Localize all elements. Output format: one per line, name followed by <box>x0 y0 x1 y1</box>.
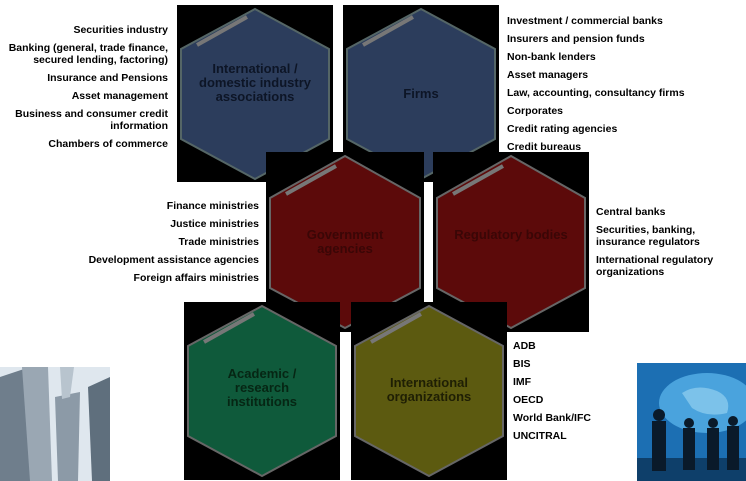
list-item: Non-bank lenders <box>507 51 596 63</box>
associations-label: International / domestic industry associ… <box>199 61 311 104</box>
list-item: Credit rating agencies <box>507 123 618 135</box>
list-item: Justice ministries <box>170 218 259 230</box>
list-item: Investment / commercial banks <box>507 15 663 27</box>
list-item: ADB <box>513 340 536 352</box>
list-item: Law, accounting, consultancy firms <box>507 87 685 99</box>
list-item: Chambers of commerce <box>48 138 168 150</box>
list-item: Credit bureaus <box>507 141 582 153</box>
list-item: World Bank/IFC <box>513 412 591 424</box>
list-item: Asset managers <box>507 69 589 81</box>
list-item: OECD <box>513 394 544 406</box>
regulatory-node: Regulatory bodies <box>433 152 589 332</box>
regulatory-label: Regulatory bodies <box>454 227 568 242</box>
list-item: BIS <box>513 358 531 370</box>
list-item: Trade ministries <box>178 236 259 248</box>
list-item: Asset management <box>71 90 168 102</box>
list-item: Corporates <box>507 105 564 117</box>
intl-label: International organizations <box>386 375 472 404</box>
list-item: Foreign affairs ministries <box>133 272 259 284</box>
list-item: Securities, banking, insurance regulator… <box>596 224 700 248</box>
list-item: Central banks <box>596 206 666 218</box>
intl-list: ADB BIS IMF OECD World Bank/IFC UNCITRAL <box>513 340 633 448</box>
firms-list: Investment / commercial banks Insurers a… <box>507 15 707 159</box>
academic-node: Academic / research institutions <box>184 302 340 480</box>
intl-node: International organizations <box>351 302 507 480</box>
list-item: International regulatory organizations <box>596 254 714 278</box>
list-item: Finance ministries <box>166 200 259 212</box>
city-buildings-photo <box>0 367 110 481</box>
government-list: Finance ministries Justice ministries Tr… <box>60 200 259 290</box>
regulatory-list: Central banks Securities, banking, insur… <box>596 206 746 284</box>
academic-label: Academic / research institutions <box>226 366 298 409</box>
firms-label: Firms <box>403 86 439 101</box>
list-item: IMF <box>513 376 532 388</box>
list-item: Securities industry <box>73 24 168 36</box>
associations-list: Securities industry Banking (general, tr… <box>0 24 168 156</box>
government-label: Government agencies <box>306 227 384 256</box>
list-item: Banking (general, trade finance, secured… <box>8 42 168 66</box>
list-item: UNCITRAL <box>513 430 567 442</box>
associations-node: International / domestic industry associ… <box>177 5 333 182</box>
list-item: Insurers and pension funds <box>507 33 645 45</box>
list-item: Development assistance agencies <box>88 254 259 266</box>
list-item: Business and consumer credit information <box>15 108 168 132</box>
business-people-globe-photo <box>637 363 746 481</box>
list-item: Insurance and Pensions <box>47 72 168 84</box>
